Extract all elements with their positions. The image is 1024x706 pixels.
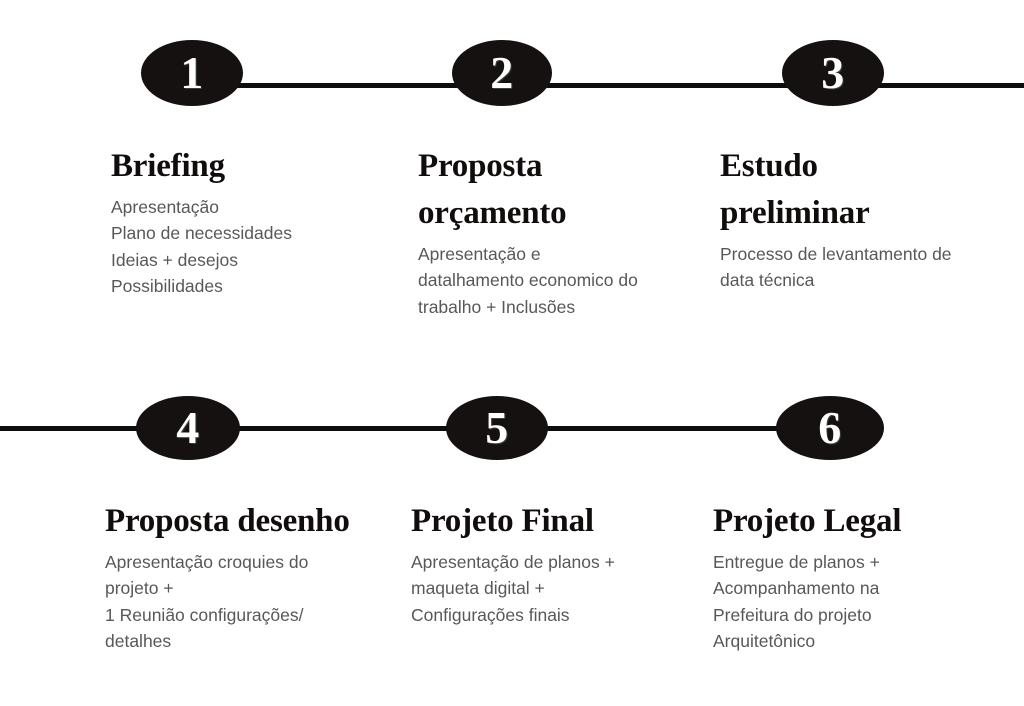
step-title-3: Estudo preliminar xyxy=(720,148,870,231)
step-column-3: Estudo preliminar Processo de levantamen… xyxy=(720,143,1020,294)
step-description-5: Apresentação de planos + maqueta digital… xyxy=(411,551,615,625)
step-badge-1[interactable]: 1 xyxy=(141,40,243,106)
step-title-1: Briefing xyxy=(111,148,225,184)
step-title-4: Proposta desenho xyxy=(105,503,350,539)
step-badge-6[interactable]: 6 xyxy=(776,396,884,460)
step-description-6: Entregue de planos + Acompanhamento na P… xyxy=(713,551,880,652)
step-title-2: Proposta orçamento xyxy=(418,148,567,231)
step-column-4: Proposta desenho Apresentação croquies d… xyxy=(105,498,405,655)
step-number-1: 1 xyxy=(180,47,204,98)
step-column-2: Proposta orçamento Apresentação e datalh… xyxy=(418,143,708,320)
connector-line-edge-to-4 xyxy=(0,426,148,431)
step-number-5: 5 xyxy=(485,402,509,453)
step-badge-4[interactable]: 4 xyxy=(136,396,240,460)
step-number-2: 2 xyxy=(490,47,514,98)
step-column-5: Projeto Final Apresentação de planos + m… xyxy=(411,498,706,628)
connector-line-4-to-5 xyxy=(232,426,454,431)
step-description-4: Apresentação croquies do projeto + 1 Reu… xyxy=(105,551,309,652)
step-column-1: Briefing Apresentação Plano de necessida… xyxy=(111,143,401,300)
step-badge-2[interactable]: 2 xyxy=(452,40,552,106)
step-description-2: Apresentação e datalhamento economico do… xyxy=(418,243,638,317)
step-number-3: 3 xyxy=(821,47,845,98)
connector-line-2-to-3 xyxy=(546,83,788,88)
step-number-4: 4 xyxy=(176,402,200,453)
step-title-5: Projeto Final xyxy=(411,503,594,539)
connector-line-1-to-2 xyxy=(236,83,458,88)
connector-line-5-to-6 xyxy=(542,426,782,431)
step-description-3: Processo de levantamento de data técnica xyxy=(720,243,952,291)
step-badge-3[interactable]: 3 xyxy=(782,40,884,106)
connector-line-3-to-edge xyxy=(878,83,1024,88)
step-column-6: Projeto Legal Entregue de planos + Acomp… xyxy=(713,498,1013,655)
step-description-1: Apresentação Plano de necessidades Ideia… xyxy=(111,196,292,297)
step-title-6: Projeto Legal xyxy=(713,503,902,539)
step-number-6: 6 xyxy=(818,402,842,453)
step-badge-5[interactable]: 5 xyxy=(446,396,548,460)
